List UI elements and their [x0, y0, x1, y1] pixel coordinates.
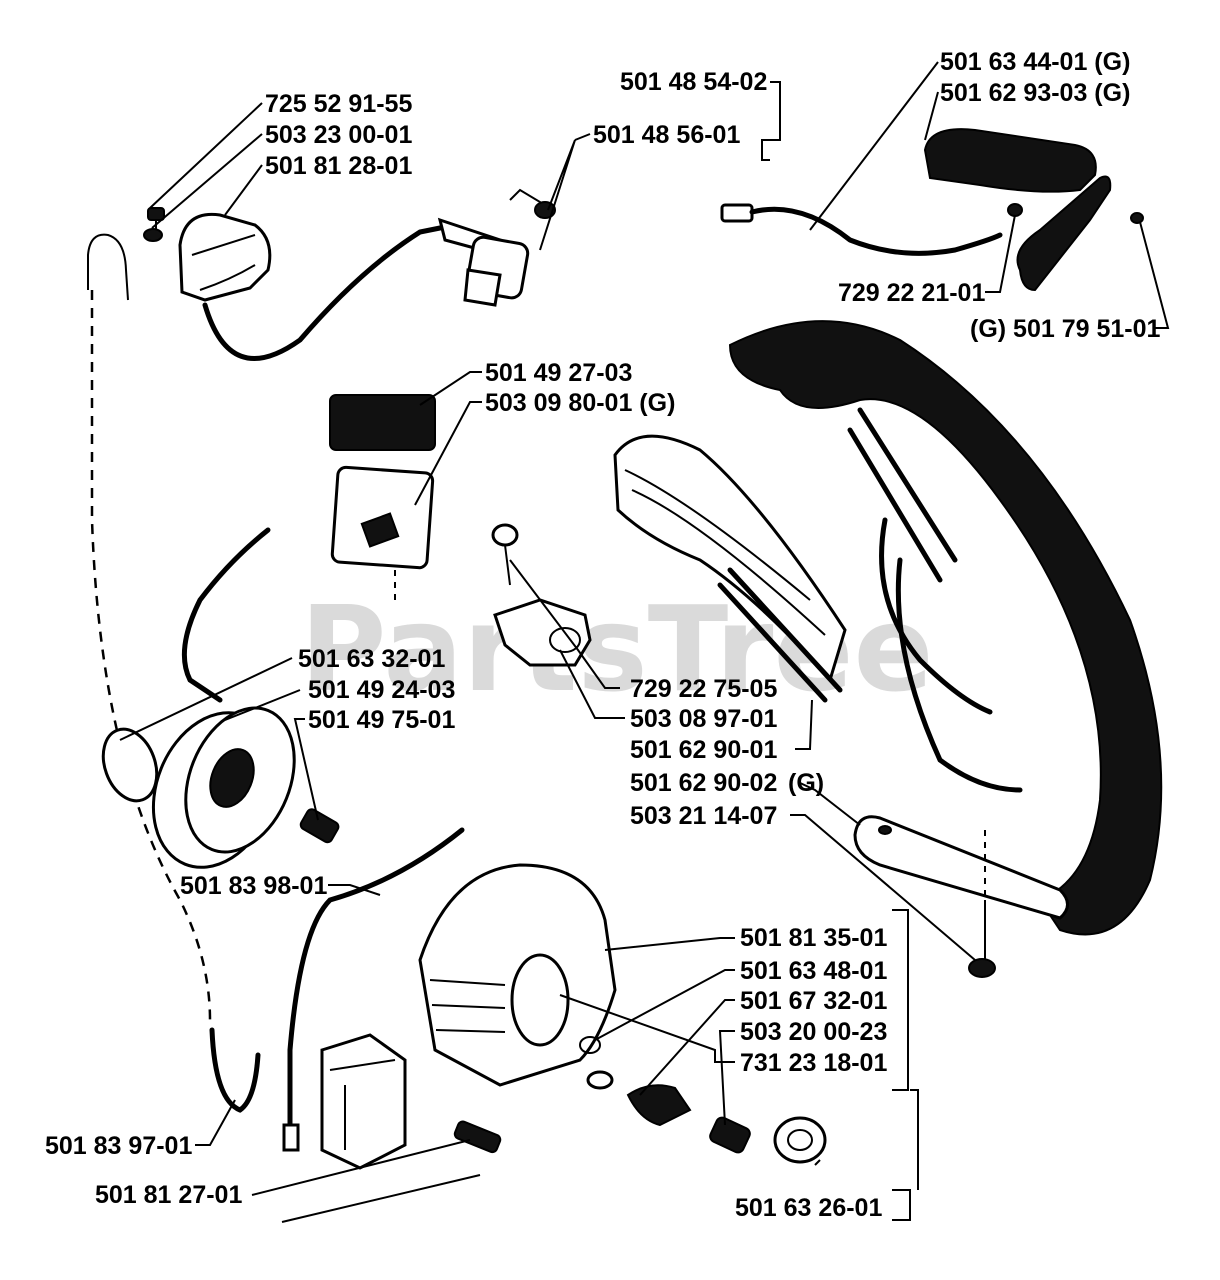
- small-parts-drawing: [586, 1070, 827, 1164]
- label-p19: 503 21 14-07: [630, 802, 777, 830]
- label-p8: 729 22 21-01: [838, 279, 985, 307]
- stop-switch-drawing: [437, 188, 556, 307]
- leader-lines: [119, 61, 1170, 1223]
- coil-cover-drawing: [178, 212, 272, 302]
- label-p4: 501 48 54-02: [620, 68, 767, 96]
- label-p28: 501 63 26-01: [735, 1194, 882, 1222]
- label-p11: 503 09 80-01 (G): [485, 389, 675, 417]
- front-handle-drawing: [613, 434, 847, 703]
- label-p14: 501 49 75-01: [308, 706, 455, 734]
- ignition-wire: [202, 225, 443, 361]
- heater-cable-drawing: [720, 203, 1023, 256]
- flywheel-drawing: [101, 527, 340, 869]
- label-p22: 501 63 48-01: [740, 957, 887, 985]
- label-p12: 501 63 32-01: [298, 645, 445, 673]
- cylinder-drawing: [282, 827, 617, 1152]
- label-p26: 501 83 97-01: [45, 1132, 192, 1160]
- screw-drawing: [143, 207, 165, 242]
- grip-drawing: [923, 128, 1144, 292]
- label-p7: 501 62 93-03 (G): [940, 79, 1130, 107]
- cable-loop-drawing: [87, 233, 261, 1113]
- label-p10: 501 49 27-03: [485, 359, 632, 387]
- plate-drawing: [853, 815, 1069, 978]
- label-p20: 501 83 98-01: [180, 872, 327, 900]
- label-p6: 501 63 44-01 (G): [940, 48, 1130, 76]
- label-p9: (G) 501 79 51-01: [970, 315, 1160, 343]
- label-p21: 501 81 35-01: [740, 924, 887, 952]
- label-p2: 503 23 00-01: [265, 121, 412, 149]
- bracket-drawing: [491, 523, 592, 667]
- label-p27: 501 81 27-01: [95, 1181, 242, 1209]
- label-p16: 503 08 97-01: [630, 705, 777, 733]
- label-p25: 731 23 18-01: [740, 1049, 887, 1077]
- label-p18g: (G): [788, 769, 824, 797]
- module-drawing: [329, 394, 436, 600]
- label-p5: 501 48 56-01: [593, 121, 740, 149]
- label-p24: 503 20 00-23: [740, 1018, 887, 1046]
- part-labels: 725 52 91-55 503 23 00-01 501 81 28-01 5…: [45, 48, 1160, 1222]
- ignition-module-drawing: [320, 1033, 502, 1170]
- label-p15: 729 22 75-05: [630, 675, 777, 703]
- label-p18: 501 62 90-02: [630, 769, 777, 797]
- label-p17: 501 62 90-01: [630, 736, 777, 764]
- label-p13: 501 49 24-03: [308, 676, 455, 704]
- label-p23: 501 67 32-01: [740, 987, 887, 1015]
- label-p1: 725 52 91-55: [265, 90, 412, 118]
- label-p3: 501 81 28-01: [265, 152, 412, 180]
